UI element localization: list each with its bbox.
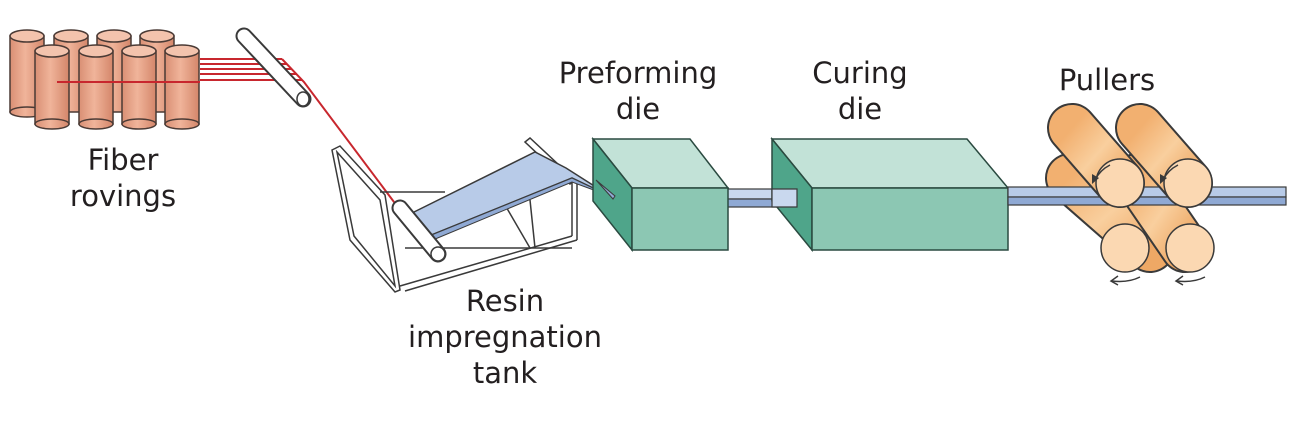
preforming-die xyxy=(591,136,730,253)
label-line: Pullers xyxy=(1058,63,1156,97)
label-line: Resin xyxy=(465,284,545,318)
label-line: Curing xyxy=(812,56,908,90)
profile-entry xyxy=(771,188,798,208)
label-resin-impregnation-tank: Resin impregnation tank xyxy=(400,283,610,391)
fiber-strands xyxy=(57,58,401,211)
pultruded-profile xyxy=(1007,186,1287,206)
roving-spool xyxy=(121,44,157,130)
roving-spool xyxy=(34,44,70,130)
guide-roller xyxy=(235,27,312,108)
label-line: tank xyxy=(472,356,538,390)
label-line: Preforming xyxy=(558,56,718,90)
puller-roller-upper xyxy=(1115,103,1213,208)
label-preforming-die: Preforming die xyxy=(548,55,728,127)
tank-roller xyxy=(391,199,447,263)
label-line: die xyxy=(615,92,661,126)
label-line: rovings xyxy=(69,179,177,213)
fiber-rovings xyxy=(9,29,200,130)
pullers xyxy=(1007,103,1287,286)
puller-roller-upper xyxy=(1047,103,1145,208)
label-fiber-rovings: Fiber rovings xyxy=(58,142,188,214)
rotation-arrow-icon xyxy=(1109,275,1141,286)
label-pullers: Pullers xyxy=(1047,62,1167,98)
roving-spool xyxy=(164,44,200,130)
label-line: Fiber xyxy=(87,143,159,177)
label-line: impregnation xyxy=(408,320,602,354)
label-line: die xyxy=(837,92,883,126)
curing-die xyxy=(770,136,1010,253)
rotation-arrow-icon xyxy=(1174,275,1206,286)
roving-spool xyxy=(78,44,114,130)
label-curing-die: Curing die xyxy=(800,55,920,127)
impregnated-fiber-sheet xyxy=(408,151,611,243)
